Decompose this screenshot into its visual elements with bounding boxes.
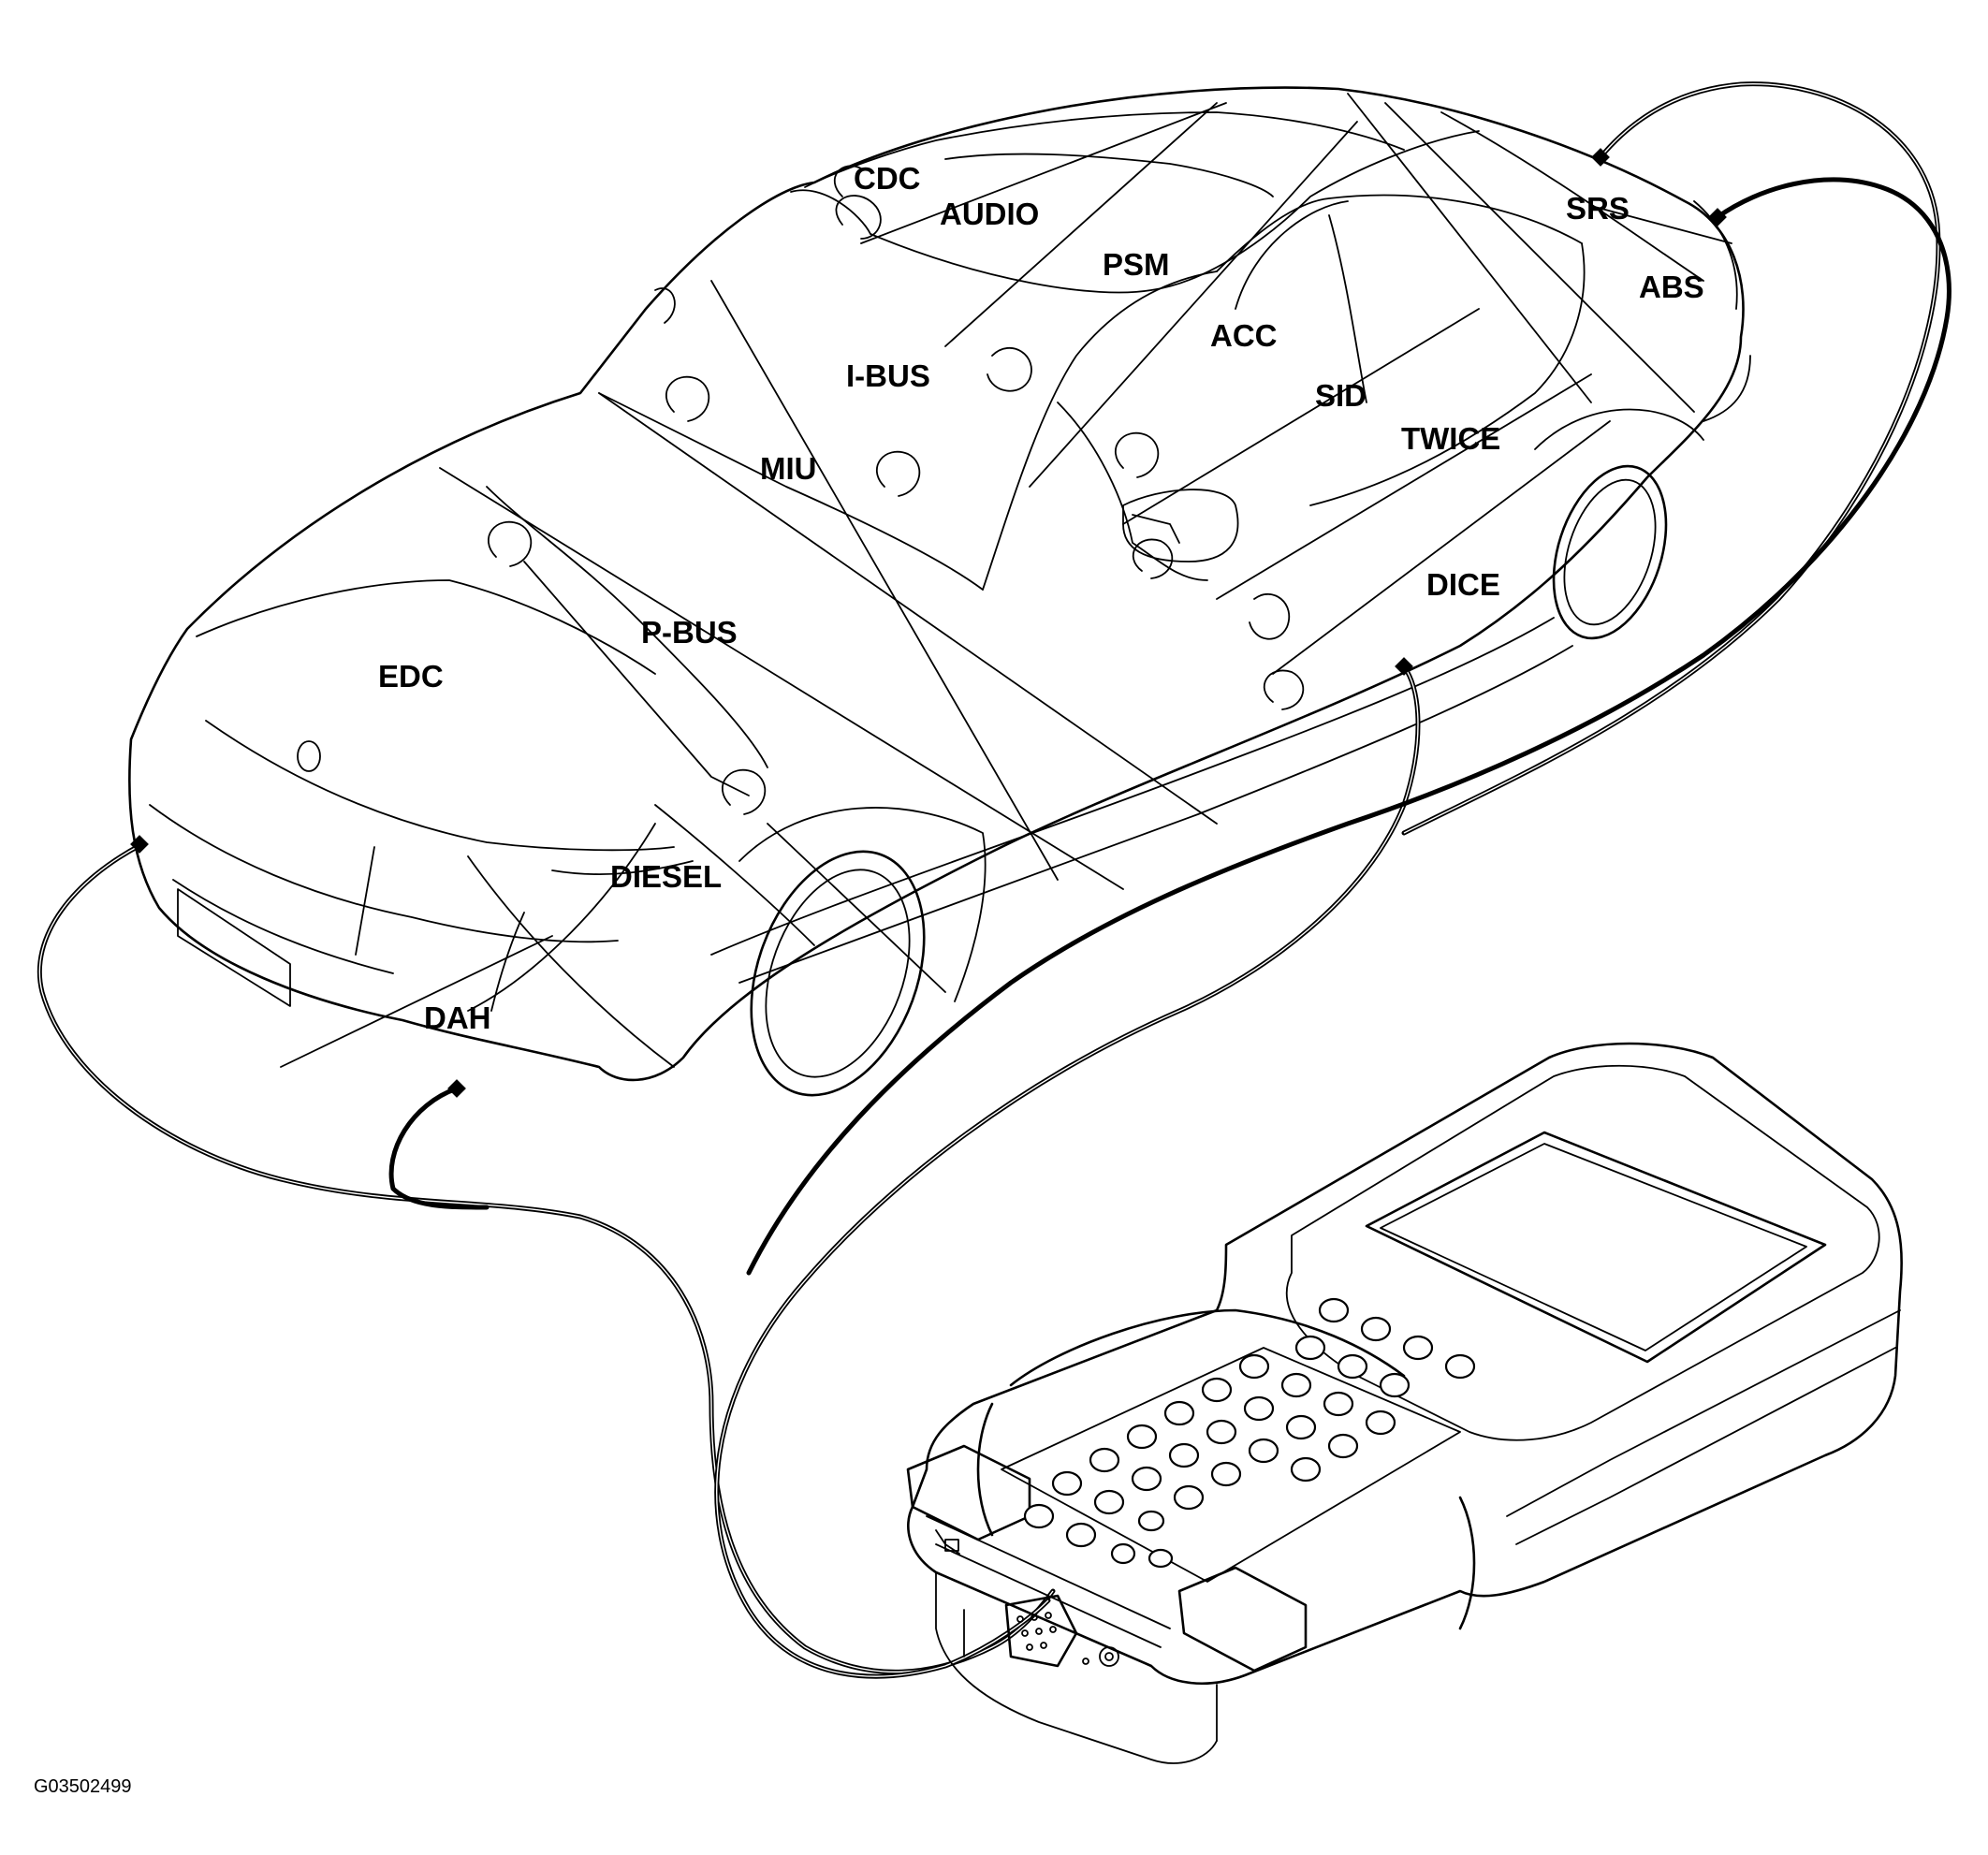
label-diesel: DIESEL bbox=[610, 859, 722, 894]
label-edc: EDC bbox=[378, 659, 444, 694]
label-acc: ACC bbox=[1210, 318, 1278, 353]
node-srs bbox=[1591, 148, 1610, 167]
label-abs: ABS bbox=[1639, 270, 1704, 304]
car-outline bbox=[128, 86, 1751, 1097]
node-front-bumper bbox=[447, 1079, 466, 1098]
label-dice: DICE bbox=[1426, 567, 1500, 602]
node-abs bbox=[1708, 208, 1727, 226]
figure-id: G03502499 bbox=[34, 1776, 132, 1797]
label-p-bus: P-BUS bbox=[641, 615, 738, 650]
keypad bbox=[1023, 1297, 1476, 1569]
diagnostic-scan-tool bbox=[906, 1042, 1903, 1764]
label-i-bus: I-BUS bbox=[846, 358, 930, 393]
module-labels: CDC AUDIO PSM SRS ABS ACC I-BUS SID TWIC… bbox=[378, 161, 1704, 1035]
label-sid: SID bbox=[1315, 378, 1367, 413]
label-psm: PSM bbox=[1103, 247, 1170, 282]
diagnostic-cables bbox=[37, 81, 1951, 1679]
label-cdc: CDC bbox=[854, 161, 921, 196]
label-dah: DAH bbox=[424, 1001, 491, 1035]
label-miu: MIU bbox=[760, 451, 817, 486]
node-dice bbox=[1395, 657, 1413, 676]
label-twice: TWICE bbox=[1401, 421, 1500, 456]
label-srs: SRS bbox=[1566, 191, 1630, 226]
label-audio: AUDIO bbox=[940, 197, 1039, 231]
module-boundaries bbox=[280, 93, 1732, 1068]
